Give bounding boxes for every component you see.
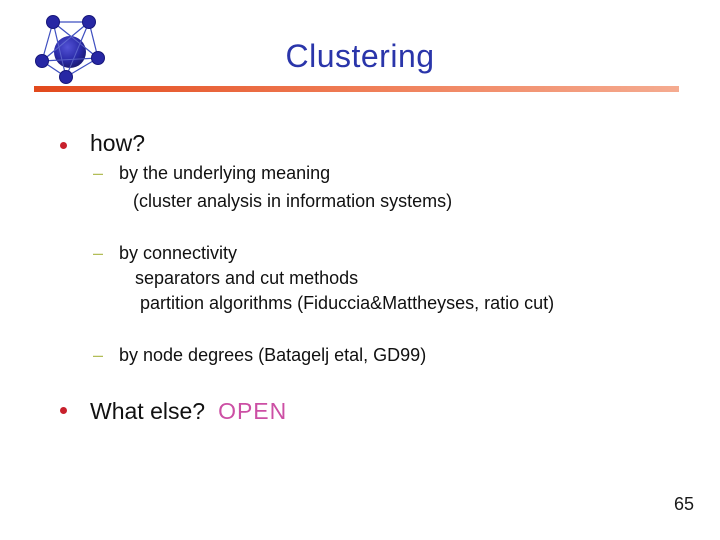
dash-bullet-icon: – [93,345,104,365]
bullet-dot-icon [60,142,67,149]
sub-bullet-text: by node degrees (Batagelj etal, GD99) [119,345,427,365]
sub-bullet-connectivity-cont1: separators and cut methods [135,268,359,288]
slide-title: Clustering [285,38,435,74]
network-graph-logo [35,15,105,84]
logo-node [82,15,96,29]
open-highlight: OPEN [218,398,288,424]
logo-node [59,70,73,84]
page-number: 65 [674,494,695,514]
what-else-label: What else? [90,398,206,424]
logo-node [35,54,49,68]
bullet-what-else: What else? OPEN [90,398,287,425]
sub-bullet-text: by connectivity [119,243,238,263]
sub-bullet-connectivity-cont2: partition algorithms (Fiduccia&Mattheyse… [140,293,555,313]
sub-bullet-meaning: –by the underlying meaning [93,162,330,184]
logo-node [91,51,105,65]
dash-bullet-icon: – [93,163,104,183]
sub-bullet-meaning-cont: (cluster analysis in information systems… [133,191,453,211]
sub-bullet-node-degrees: –by node degrees (Batagelj etal, GD99) [93,344,426,366]
bullet-how: how? [90,130,145,156]
dash-bullet-icon: – [93,243,104,263]
sub-bullet-text: by the underlying meaning [119,163,331,183]
sub-bullet-connectivity: –by connectivity [93,242,237,264]
bullet-dot-icon [60,407,67,414]
logo-node [46,15,60,29]
title-underline-bar [34,86,679,92]
